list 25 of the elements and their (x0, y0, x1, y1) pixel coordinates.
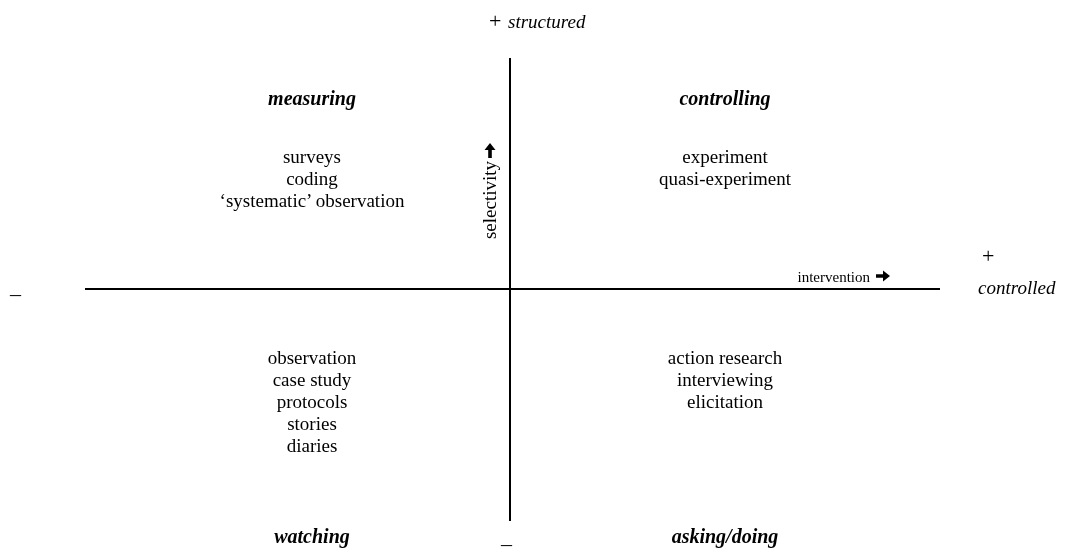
method-label: interviewing (677, 369, 773, 391)
method-label: case study (272, 369, 352, 391)
axis-label: selectivity (479, 160, 501, 240)
method-label: diaries (286, 435, 338, 457)
method-label: quasi-experiment (659, 168, 791, 190)
method-label: experiment (682, 146, 768, 168)
method-label: elicitation (687, 391, 763, 413)
quadrant-heading: asking/doing (671, 525, 779, 547)
method-label: action research (667, 347, 783, 369)
method-label: observation (267, 347, 357, 369)
axis-sign: – (501, 533, 512, 555)
axis-end-label: controlled (978, 277, 1056, 299)
axis-sign: + (489, 10, 502, 32)
method-label: stories (287, 413, 337, 435)
axis-sign: + (982, 245, 995, 267)
method-label: protocols (276, 391, 348, 413)
quadrant-heading: measuring (268, 87, 356, 109)
quadrant-heading: watching (274, 525, 350, 547)
axis-end-label: structured (508, 11, 586, 33)
quadrant-heading: controlling (679, 87, 771, 109)
method-label: ‘systematic’ observation (219, 190, 405, 212)
axis-sign: – (10, 283, 21, 305)
method-label: surveys (282, 146, 342, 168)
axis-label: intervention (797, 268, 870, 287)
method-label: coding (286, 168, 338, 190)
